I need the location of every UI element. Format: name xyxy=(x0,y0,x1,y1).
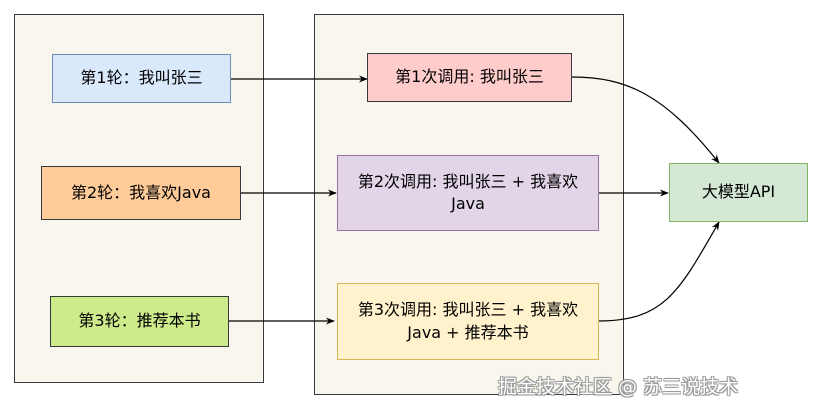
call-2-label: 第2次调用: 我叫张三 + 我喜欢Java xyxy=(357,171,579,213)
watermark-text: 掘金技术社区 @ 苏三说技术 xyxy=(498,376,739,398)
edge-call3-to-api xyxy=(598,221,720,322)
round-2-box: 第2轮：我喜欢Java xyxy=(41,166,241,220)
call-1-label: 第1次调用: 我叫张三 xyxy=(395,67,544,87)
round-1-label: 第1轮：我叫张三 xyxy=(80,68,203,88)
round-2-label: 第2轮：我喜欢Java xyxy=(71,182,211,202)
edge-call1-to-api xyxy=(571,76,720,164)
round-3-label: 第3轮：推荐本书 xyxy=(78,311,201,331)
llm-api-label: 大模型API xyxy=(701,182,776,202)
llm-api-box: 大模型API xyxy=(669,163,808,222)
round-1-box: 第1轮：我叫张三 xyxy=(52,54,231,103)
call-1-box: 第1次调用: 我叫张三 xyxy=(367,53,572,102)
call-3-label: 第3次调用: 我叫张三 + 我喜欢Java + 推荐本书 xyxy=(357,300,579,342)
call-2-box: 第2次调用: 我叫张三 + 我喜欢Java xyxy=(337,155,599,231)
call-3-box: 第3次调用: 我叫张三 + 我喜欢Java + 推荐本书 xyxy=(337,283,599,360)
round-3-box: 第3轮：推荐本书 xyxy=(50,296,229,347)
